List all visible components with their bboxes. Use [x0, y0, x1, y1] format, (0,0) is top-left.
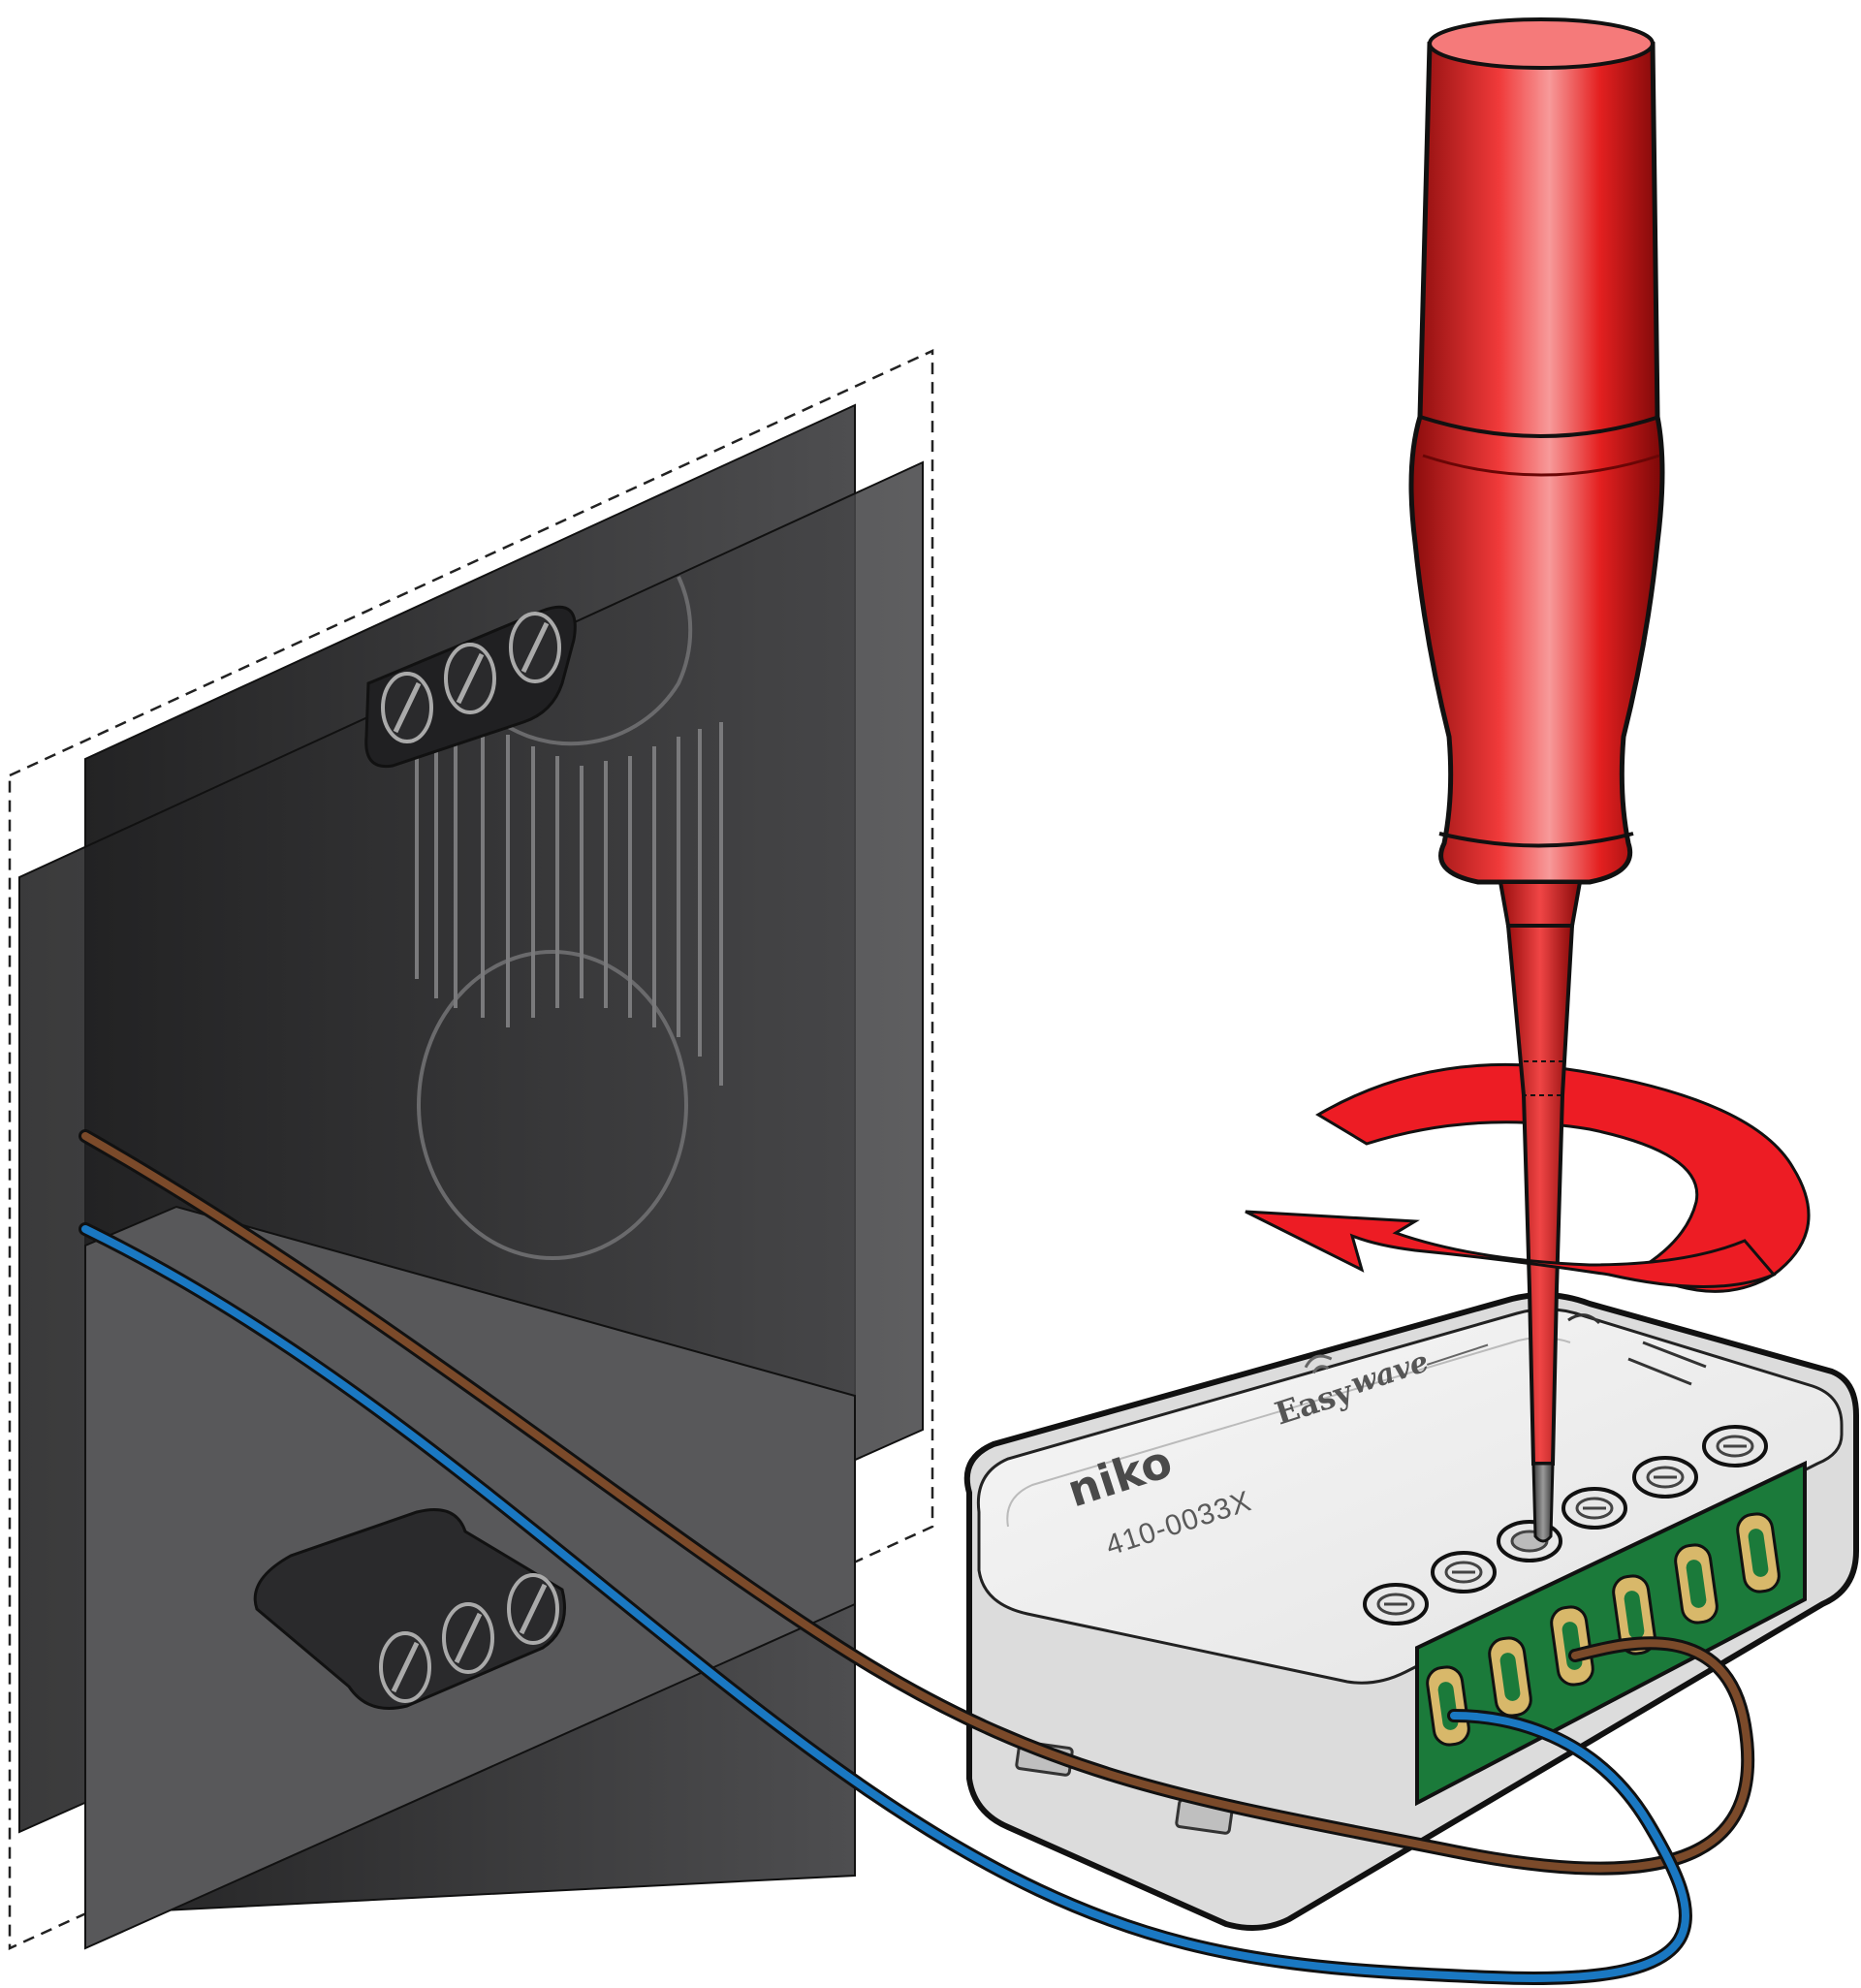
screw-icon: [444, 643, 496, 714]
upper-screw-mount: [364, 605, 577, 769]
blue-wire: [81, 1225, 1689, 1982]
wall-box-ribs: [415, 722, 723, 1086]
terminal-screw-row: [1363, 1425, 1768, 1625]
screwdriver-icon: [1408, 17, 1665, 1543]
device-top-face: [976, 1308, 1844, 1685]
terminal-screw-icon: [1363, 1583, 1429, 1625]
wall-box-dashed-outline: [8, 349, 934, 1950]
knockout-circle-lower: [417, 950, 688, 1260]
screw-icon: [507, 1573, 559, 1645]
screw-icon: [509, 612, 561, 683]
terminal-screw-icon: [1431, 1551, 1497, 1594]
wave-signal-icon: [1304, 1354, 1333, 1374]
terminal-screw-icon: [1632, 1456, 1698, 1499]
screwdriver-handle: [1408, 21, 1665, 885]
knockout-circle-upper: [481, 576, 693, 746]
niko-device: niko 410-0033X Easy wave: [963, 1292, 1859, 1931]
brown-wire: [81, 1132, 1752, 1873]
terminal-screw-icon: [1702, 1425, 1768, 1467]
rotation-arrow-back: [1315, 1062, 1811, 1293]
rotate-clockwise-arrow-icon: [1315, 1062, 1811, 1293]
lower-screw-mount: [253, 1508, 566, 1710]
wires: [79, 1129, 1755, 1985]
screw-icon: [381, 672, 433, 743]
rotation-arrow-front: [1245, 1210, 1777, 1288]
screw-icon: [442, 1602, 494, 1674]
wall-box: [8, 349, 934, 1950]
screw-icon: [379, 1631, 431, 1703]
terminal-screw-icon: [1561, 1487, 1627, 1530]
screwdriver-bit: [1531, 1462, 1555, 1543]
